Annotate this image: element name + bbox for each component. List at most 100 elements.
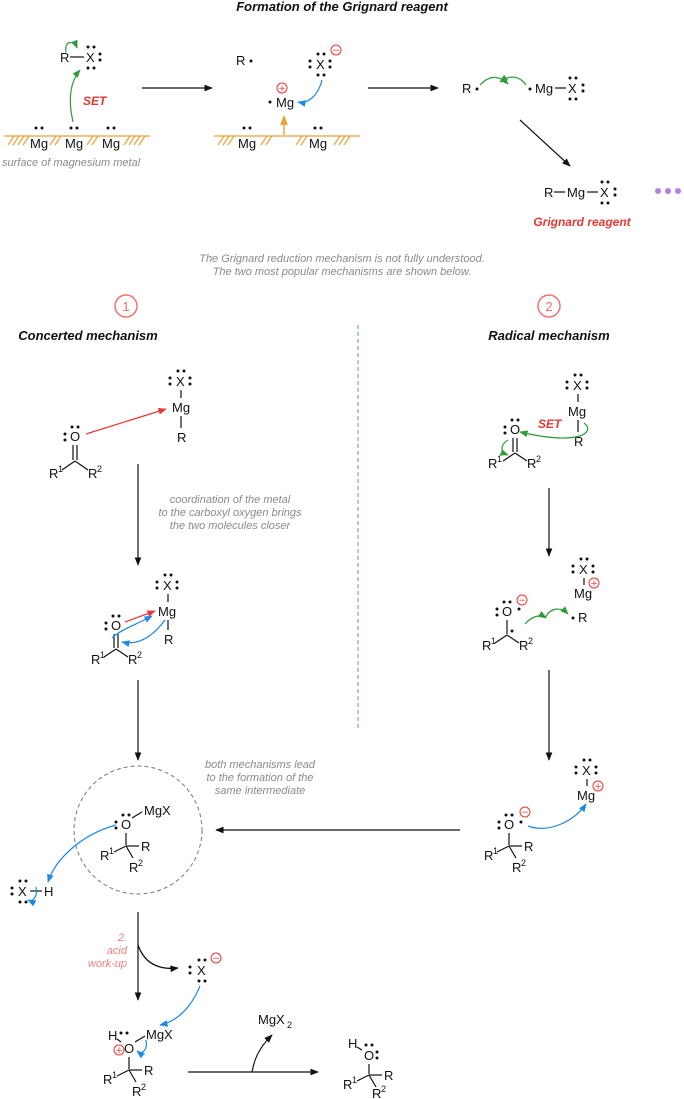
hx-acid: X H: [10, 824, 117, 907]
radical-arrow-1: [479, 76, 509, 86]
r1-b-sup: 1: [100, 650, 105, 660]
alcohol-product: H O R 1 R R 2: [343, 1036, 393, 1099]
r-f: R: [141, 839, 150, 854]
radical-alkoxide: X Mg + O − R 1 R R 2: [484, 758, 604, 875]
rad-ketone-o: O: [510, 422, 520, 437]
mechanism-1-number: 1: [122, 299, 129, 314]
mg-atom-2: Mg: [65, 136, 83, 151]
metal-surface-hatch: [7, 135, 146, 146]
alk-mg: Mg: [577, 788, 595, 803]
r2-a-sup: 2: [97, 464, 102, 474]
page-title: Formation of the Grignard reagent: [236, 0, 448, 14]
r1-g: R: [103, 1072, 112, 1087]
r2-d-sup: 2: [528, 636, 533, 646]
x-anion: X: [316, 57, 325, 72]
hx-x: X: [18, 884, 27, 899]
r1-a-sup: 1: [58, 464, 63, 474]
coordination-note-2: to the carboxyl oxygen brings: [158, 507, 302, 519]
o-mg-bond-arrow: [527, 803, 587, 829]
r-e: R: [524, 839, 533, 854]
r1-f-sup: 1: [109, 846, 114, 856]
pi-arrow-radical: [499, 439, 509, 456]
r2-g-sup: 2: [141, 1082, 146, 1092]
x-mg: X: [568, 81, 577, 96]
oxonium-mgx: MgX: [146, 1027, 173, 1042]
mgx2-release-arrow: [251, 1034, 273, 1073]
hx-break-arrow: [27, 886, 37, 907]
intermediate-highlight: [73, 765, 203, 895]
r2-h: R: [372, 1086, 381, 1099]
x-release-arrow: [137, 944, 179, 973]
complex-x: X: [163, 578, 172, 593]
r2-b-sup: 2: [137, 650, 142, 660]
mg-radical: Mg: [535, 81, 553, 96]
concerted-reactants: O R 1 R 2 X Mg R: [49, 369, 192, 481]
mechanism-2-number: 2: [545, 299, 552, 314]
r1-d: R: [482, 638, 491, 653]
common-intermediate: O MgX R 1 R R 2: [100, 803, 171, 875]
oxonium-o: O: [124, 1041, 134, 1056]
coordinated-complex: X Mg R O R 1 R 2: [91, 573, 179, 667]
workup-text: work-up: [88, 958, 127, 970]
svg-text:+: +: [115, 1046, 123, 1056]
mg-cation: Mg: [276, 95, 294, 110]
alk-x: X: [582, 763, 591, 778]
radical-ion-pair: X Mg + O − R 1 R 2 R: [482, 557, 600, 653]
grignard-x: X: [600, 185, 609, 200]
r2-a: R: [88, 466, 97, 481]
o-mg-break-arrow: [136, 1039, 147, 1059]
rmgx-mg: Mg: [172, 400, 190, 415]
set-arrow: [69, 69, 81, 123]
intermediate-note-2: to the formation of the: [206, 772, 313, 784]
grignard-reagent: R Mg X Grignard reagent: [533, 180, 681, 229]
rmgx-r: R: [177, 430, 186, 445]
r1-c: R: [488, 456, 497, 471]
rmgx-x: X: [176, 374, 185, 389]
r2-e-sup: 2: [521, 858, 526, 868]
r2-g: R: [132, 1084, 141, 1099]
mgx2-subscript: 2: [287, 1020, 292, 1030]
r2-f: R: [129, 860, 138, 875]
mechanism-1-title: Concerted mechanism: [18, 328, 158, 343]
r-h: R: [384, 1068, 393, 1083]
mg-atom-5: Mg: [309, 136, 327, 151]
ketone-o-1: O: [70, 429, 80, 444]
pi-bond-arrow: [111, 615, 153, 639]
r1-a: R: [49, 466, 58, 481]
intermediate-note-3: same intermediate: [215, 785, 306, 797]
halide-x: X: [197, 963, 206, 978]
set-arrow-radical: [519, 422, 589, 439]
svg-text:+: +: [278, 84, 286, 94]
set-label-radical: SET: [538, 417, 563, 431]
r1-h-sup: 1: [352, 1075, 357, 1085]
mg-atom-1: Mg: [30, 136, 48, 151]
intro-note-line-1: The Grignard reduction mechanism is not …: [199, 253, 485, 265]
svg-text:+: +: [590, 579, 598, 589]
grignard-r: R: [544, 185, 553, 200]
r-label: R: [60, 50, 69, 65]
radical-reactants: X Mg R O R 1 R 2 SET: [488, 373, 589, 471]
electron-transfer-arrow: [297, 79, 323, 107]
halide-attack-arrow: [159, 985, 201, 1027]
r1-h: R: [343, 1077, 352, 1092]
ellipsis-icon: [655, 188, 681, 194]
mechanism-2-header: 2 Radical mechanism: [488, 294, 610, 343]
r-radical: R: [236, 53, 245, 68]
ion-mg: Mg: [574, 586, 592, 601]
rad-mg: Mg: [568, 404, 586, 419]
rad-r: R: [574, 434, 583, 449]
svg-text:−: −: [518, 596, 526, 606]
surface-label: surface of magnesium metal: [2, 157, 141, 169]
svg-text:+: +: [594, 782, 602, 792]
r2-e: R: [512, 860, 521, 875]
alkyl-radical: R: [578, 610, 587, 625]
intro-note-line-2: The two most popular mechanisms are show…: [213, 266, 472, 278]
complex-r: R: [164, 632, 173, 647]
grignard-label: Grignard reagent: [533, 215, 631, 229]
hx-h: H: [44, 884, 53, 899]
svg-text:−: −: [332, 46, 340, 56]
alcohol-o: O: [364, 1048, 374, 1063]
coordination-arrow: [85, 408, 167, 435]
